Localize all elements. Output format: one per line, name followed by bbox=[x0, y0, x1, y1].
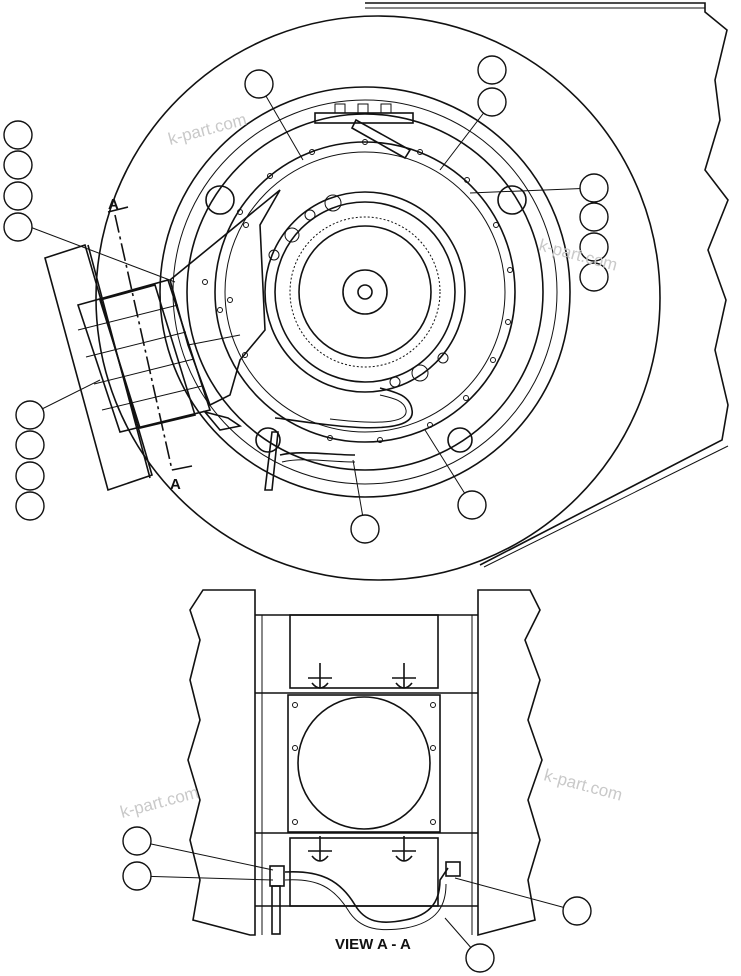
outer-ring bbox=[95, 15, 661, 581]
view-caption: VIEW A - A bbox=[335, 936, 411, 953]
callout-balloon bbox=[579, 232, 609, 262]
lug-right bbox=[497, 185, 527, 215]
callout-balloon bbox=[122, 861, 152, 891]
bolt-ring bbox=[214, 141, 516, 443]
inner-housing bbox=[264, 191, 466, 393]
callout-balloon bbox=[350, 514, 380, 544]
callout-balloon bbox=[3, 120, 33, 150]
section-mark-bottom: A bbox=[170, 476, 181, 493]
callout-balloon bbox=[477, 55, 507, 85]
right-frame-rail bbox=[477, 589, 543, 937]
callout-balloons bbox=[3, 55, 609, 973]
watermark: k-part.com bbox=[542, 766, 624, 805]
section-line-a: A A bbox=[107, 196, 193, 493]
callout-balloon bbox=[15, 491, 45, 521]
bolt-holes bbox=[227, 139, 513, 443]
left-frame-rail bbox=[187, 589, 256, 936]
callout-balloon bbox=[15, 430, 45, 460]
upper-cover bbox=[289, 614, 439, 689]
housing-outline bbox=[365, 2, 729, 566]
hose-upper bbox=[274, 387, 413, 429]
clamps bbox=[308, 663, 416, 862]
center-opening bbox=[297, 696, 431, 830]
callout-balloon bbox=[457, 490, 487, 520]
center-bore bbox=[357, 284, 373, 300]
lug-left bbox=[205, 185, 235, 215]
lug-bottom-right bbox=[447, 427, 473, 453]
callout-balloon bbox=[15, 400, 45, 430]
lower-cover bbox=[289, 837, 439, 907]
ring-1 bbox=[159, 86, 571, 498]
ring-2 bbox=[186, 113, 544, 471]
lug-bottom-left bbox=[255, 427, 281, 453]
callout-balloon bbox=[477, 87, 507, 117]
section-mark-top: A bbox=[108, 196, 119, 213]
hose-lower bbox=[279, 451, 356, 456]
callout-balloon bbox=[3, 181, 33, 211]
callout-balloon bbox=[579, 173, 609, 203]
watermarks: k-part.com k-part.com k-part.com k-part.… bbox=[118, 110, 624, 822]
watermark: k-part.com bbox=[166, 110, 248, 149]
view-a-a: VIEW A - A bbox=[187, 589, 543, 953]
callout-balloon bbox=[579, 202, 609, 232]
watermark: k-part.com bbox=[118, 783, 200, 822]
callout-balloon bbox=[579, 262, 609, 292]
hub bbox=[342, 269, 388, 315]
callout-balloon bbox=[465, 943, 495, 973]
cooler-assembly bbox=[44, 243, 212, 492]
callout-balloon bbox=[244, 69, 274, 99]
callout-balloon bbox=[122, 826, 152, 856]
center-plate bbox=[287, 694, 441, 833]
top-view: A A bbox=[44, 2, 729, 581]
callout-balloon bbox=[3, 150, 33, 180]
callout-balloon bbox=[3, 212, 33, 242]
callout-balloon bbox=[562, 896, 592, 926]
hub-ring bbox=[298, 225, 432, 359]
callout-balloon bbox=[15, 461, 45, 491]
hose-view-a bbox=[284, 867, 449, 923]
